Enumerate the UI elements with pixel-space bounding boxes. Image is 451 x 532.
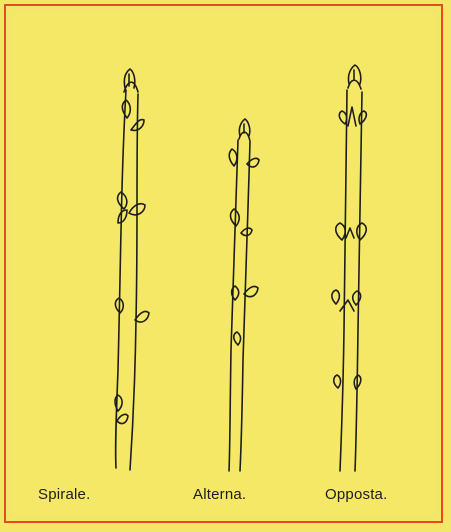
opposta-branch bbox=[332, 65, 366, 471]
caption-alterna: Alterna. bbox=[193, 486, 246, 503]
caption-spirale: Spirale. bbox=[38, 486, 90, 503]
alterna-branch bbox=[229, 119, 259, 471]
spirale-branch bbox=[115, 69, 149, 470]
caption-opposta: Opposta. bbox=[325, 486, 387, 503]
